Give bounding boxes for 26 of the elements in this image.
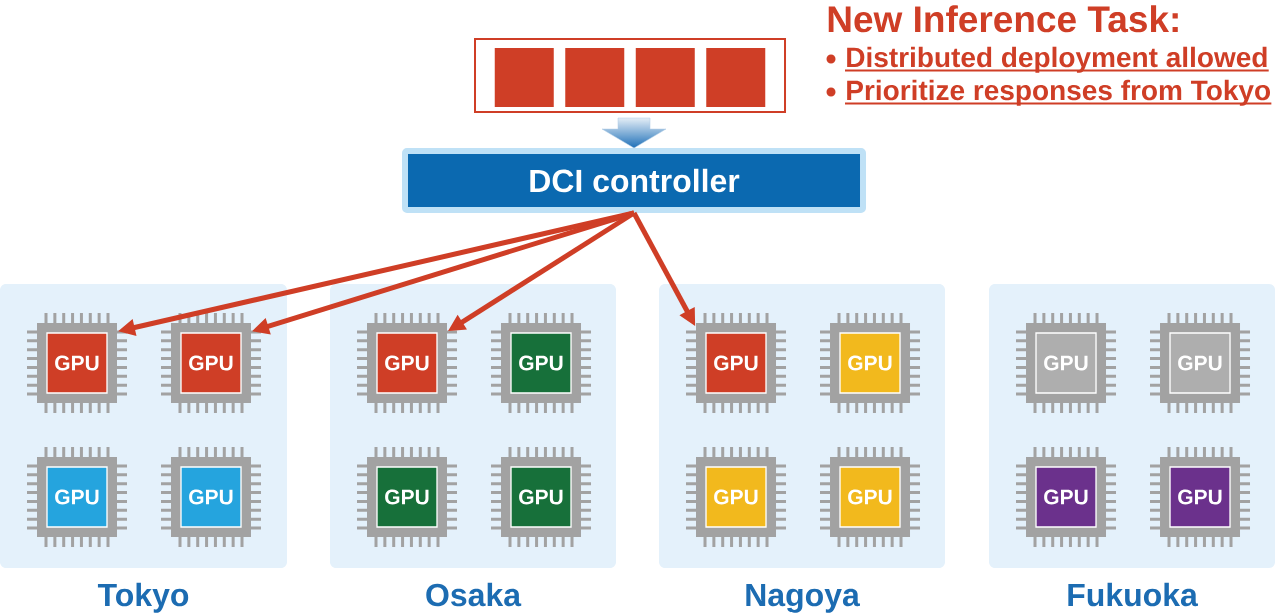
gpu-chip: GPU	[25, 311, 129, 415]
gpu-chip: GPU	[355, 311, 459, 415]
gpu-chip: GPU	[1148, 445, 1252, 549]
gpu-chip: GPU	[818, 311, 922, 415]
underlined-note: Distributed deployment allowed	[844, 46, 1270, 73]
gpu-chip: GPU	[818, 445, 922, 549]
city-label: Nagoya	[746, 584, 860, 613]
city-label: Tokyo	[97, 582, 189, 613]
gpu-chip: GPU	[1014, 311, 1118, 415]
gpu-chip: GPU	[159, 311, 263, 415]
gpu-chip: GPU	[684, 445, 788, 549]
gpu-chip: GPU	[684, 311, 788, 415]
gpu-chip: GPU	[489, 311, 593, 415]
queue-box	[474, 38, 786, 113]
gpu-chip: GPU	[355, 445, 459, 549]
gpu-chip: GPU	[159, 445, 263, 549]
gpu-chip: GPU	[1148, 311, 1252, 415]
controller-box: DCI controller	[402, 148, 866, 213]
city-label: Osaka	[426, 582, 522, 607]
gpu-chip: GPU	[1014, 445, 1118, 549]
gpu-chip: GPU	[25, 445, 129, 549]
underlined-note: Prioritize responses from Tokyo	[844, 79, 1273, 106]
gpu-chip: GPU	[489, 445, 593, 549]
city-label: Fukuoka	[1068, 582, 1198, 607]
title: New Inference Task:	[828, 5, 1178, 33]
block-arrow	[601, 117, 667, 149]
